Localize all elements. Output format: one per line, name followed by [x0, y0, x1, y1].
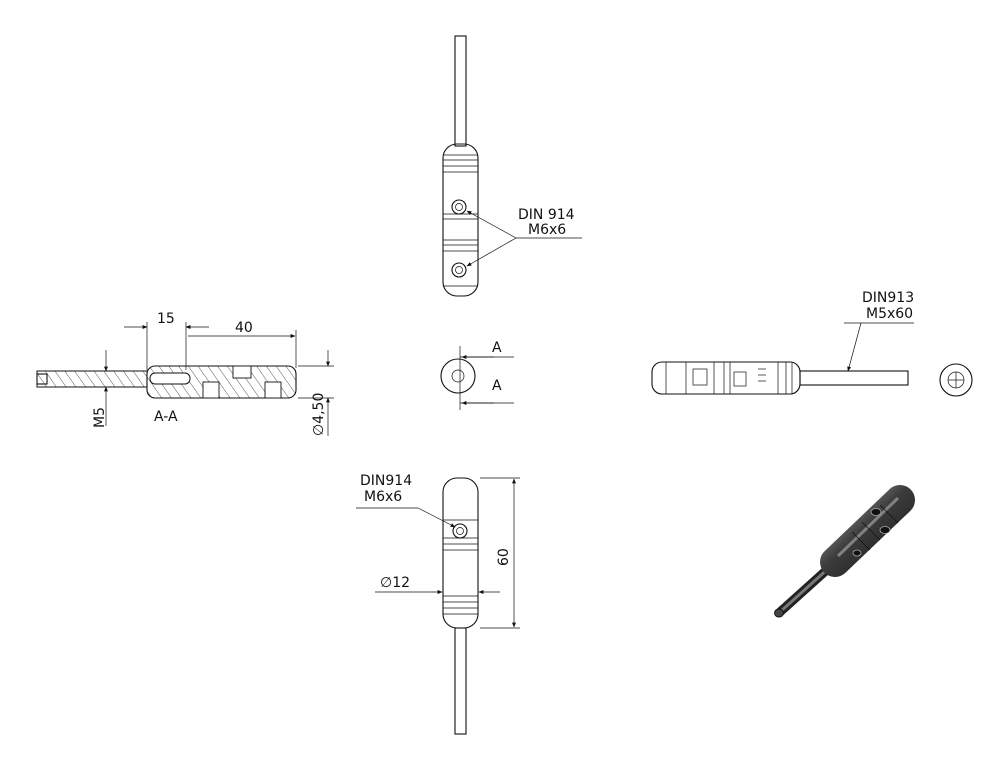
- dim-40-label: 40: [235, 320, 253, 336]
- dim-40: 40: [188, 320, 297, 368]
- callout-size: M5x60: [866, 306, 913, 322]
- callout-standard: DIN914: [360, 473, 412, 489]
- set-screw-upper: [451, 199, 467, 215]
- callout-standard: DIN913: [862, 290, 914, 306]
- dim-15-label: 15: [157, 311, 175, 327]
- section-view: 15 40 M5 ∅4,50 A-A: [36, 311, 334, 436]
- bottom-grooves: [443, 519, 478, 615]
- callout-size: M6x6: [364, 489, 402, 505]
- handle-body: [442, 143, 479, 297]
- section-mark-top: A: [492, 340, 502, 356]
- iso-rod-tip: [774, 608, 784, 618]
- dim-m5-label: M5: [92, 407, 108, 428]
- dim-4-50-label: ∅4,50: [311, 393, 327, 436]
- iso-screw-hole: [870, 508, 882, 516]
- bore: [149, 372, 191, 385]
- dim-4-50: ∅4,50: [298, 350, 334, 436]
- top-view: DIN 914 M6x6: [442, 35, 582, 297]
- leader-lines: [466, 210, 582, 267]
- side-end-cap: [939, 363, 973, 397]
- isometric-view: [774, 485, 915, 618]
- iso-handle: [820, 485, 915, 577]
- side-view: DIN913 M5x60: [651, 290, 973, 397]
- callout-size: M6x6: [528, 222, 566, 238]
- side-grooves: [665, 362, 793, 394]
- section-handle: [146, 365, 297, 399]
- thread-pocket-right: [264, 381, 282, 399]
- rod: [454, 35, 467, 147]
- dim-12-label: ∅12: [380, 575, 410, 591]
- dim-60-label: 60: [496, 548, 512, 566]
- thread-pocket-left: [202, 381, 220, 399]
- grip-grooves: [443, 154, 478, 287]
- dim-12: ∅12: [375, 575, 500, 594]
- side-rod: [799, 370, 909, 386]
- callout-standard: DIN 914: [518, 207, 575, 223]
- section-label: A-A: [154, 409, 178, 425]
- dim-15: 15: [124, 311, 209, 370]
- thread-pocket-upper: [232, 365, 252, 379]
- bottom-set-screw: [452, 523, 468, 539]
- dim-60: 60: [480, 477, 520, 629]
- bottom-rod: [454, 627, 467, 735]
- bottom-handle: [442, 477, 479, 629]
- section-mark-bottom: A: [492, 378, 502, 394]
- section-rod: [36, 370, 148, 388]
- dim-m5: M5: [90, 350, 110, 428]
- set-screw-lower: [451, 262, 467, 278]
- end-view: A A: [440, 340, 514, 410]
- bottom-view: DIN914 M6x6 ∅12 60: [356, 473, 520, 735]
